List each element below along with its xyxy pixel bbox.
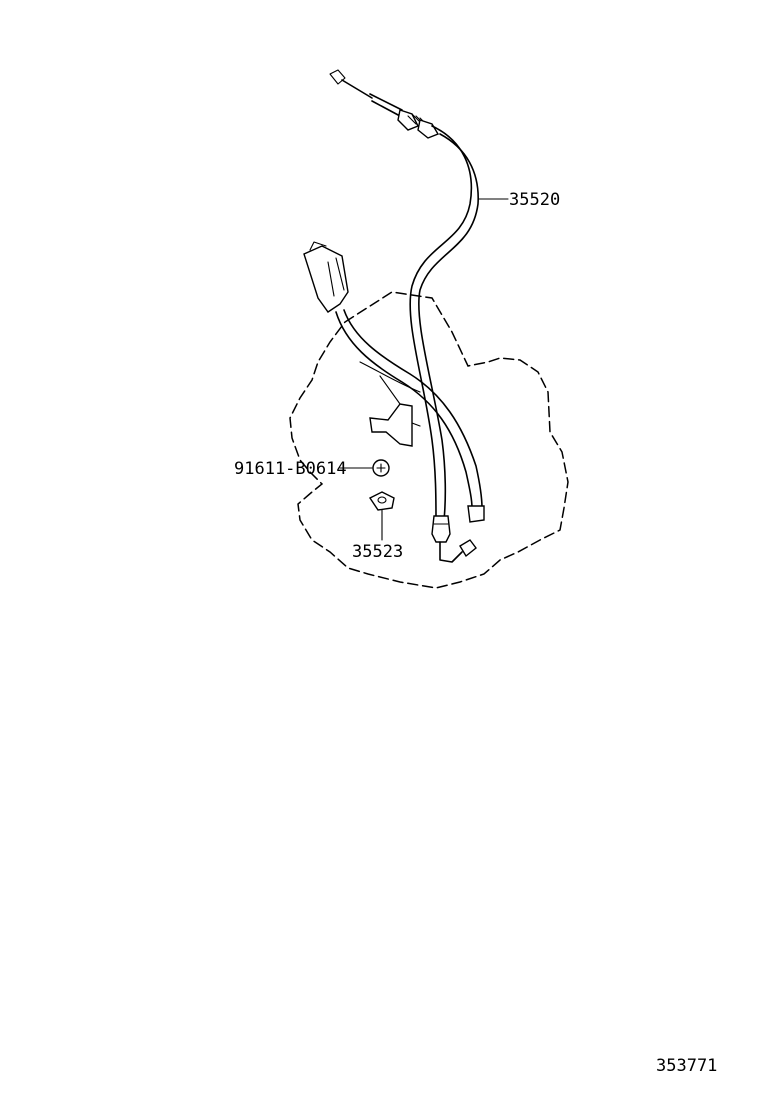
reference-number: 353771	[656, 1056, 717, 1076]
label-35523: 35523	[352, 542, 403, 562]
clamp-icon	[368, 491, 395, 511]
label-35520: 35520	[509, 190, 560, 210]
harness	[303, 241, 485, 523]
transmission-outline	[289, 291, 569, 589]
shift-cable	[329, 69, 479, 563]
label-91611-b0614: 91611-B0614	[234, 459, 347, 479]
nut-icon	[372, 459, 390, 477]
leader-lines	[339, 198, 509, 541]
mounting-bracket	[369, 403, 413, 447]
